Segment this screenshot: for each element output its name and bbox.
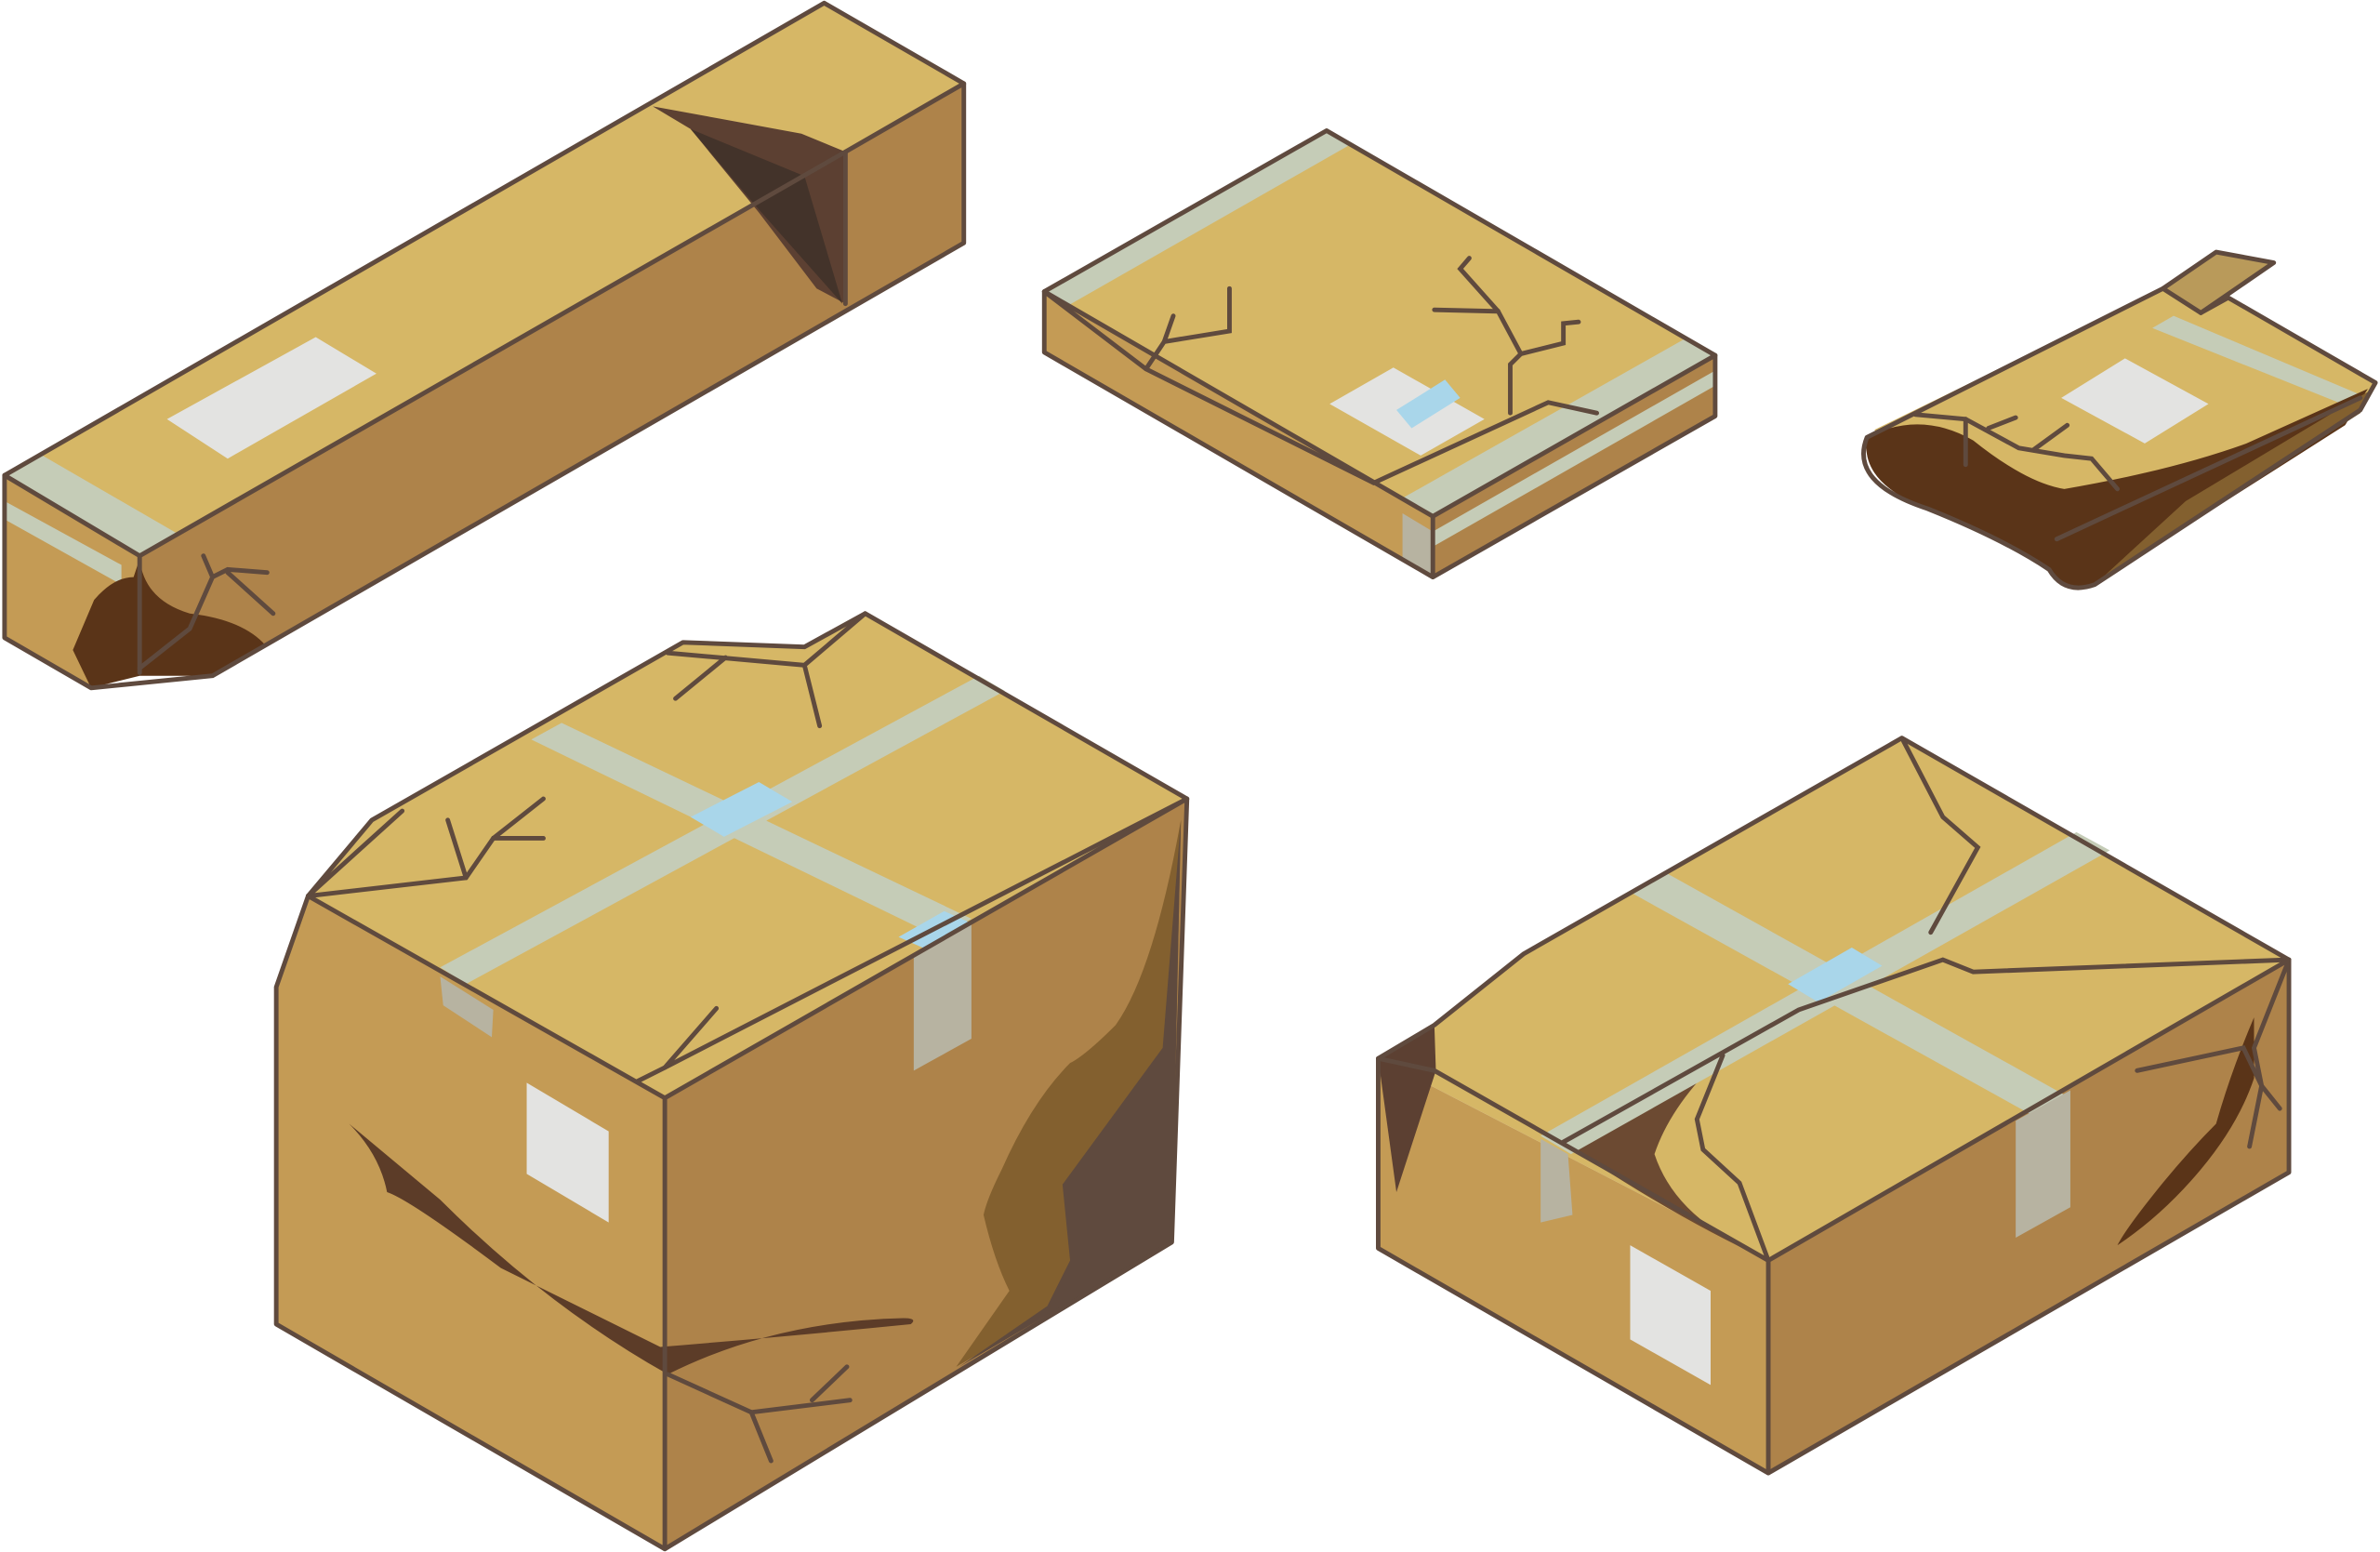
long-box-bottom-dent: [73, 558, 266, 688]
flat-box-tape-back: [1044, 130, 1352, 306]
crushed-envelope-tape: [2152, 315, 2368, 407]
flat-box-tape-front: [1402, 337, 1715, 517]
flat-box-label-glint: [1396, 379, 1461, 429]
crushed-envelope-flap: [2162, 252, 2274, 313]
long-box-side-face: [139, 83, 964, 676]
large-box-top: [308, 613, 1187, 1098]
long-box-tape-end: [4, 500, 122, 585]
crushed-envelope-underside: [2095, 391, 2368, 585]
large-box-left-face: [276, 895, 666, 1549]
large-box-right-face: [665, 798, 1187, 1549]
long-box-top-tear: [653, 106, 846, 304]
flat-box-tape-side: [1402, 512, 1434, 577]
medium-box-tape-glint: [1788, 948, 1883, 1002]
large-box-tape-drop-left: [440, 976, 494, 1038]
flat-box-tape-side2: [1433, 370, 1715, 547]
medium-box-tape-drop-left: [1540, 1138, 1573, 1223]
long-box-label: [166, 337, 377, 459]
medium-box-tape-cross: [1632, 873, 2068, 1117]
large-box-tape-cross: [531, 723, 972, 937]
long-box: [2, 0, 967, 691]
large-box-label: [526, 1082, 609, 1223]
crushed-envelope: [1861, 249, 2378, 590]
large-box-tape-drop-right: [913, 922, 972, 1071]
medium-box-right-dent: [2117, 1017, 2254, 1246]
medium-box: [1376, 736, 2292, 1476]
medium-box-label: [1630, 1245, 1711, 1386]
crushed-envelope-label: [2061, 358, 2209, 444]
long-box-top-tear-shadow: [690, 128, 843, 304]
large-box-tape-glint: [690, 782, 793, 837]
large-box-right-dent-shadow: [959, 819, 1182, 1367]
large-box: [273, 611, 1190, 1552]
flat-box: [1041, 127, 1718, 580]
long-box-tape: [4, 455, 179, 556]
medium-box-tape-drop-right: [2016, 1090, 2070, 1238]
medium-box-left-face: [1378, 1058, 1769, 1474]
